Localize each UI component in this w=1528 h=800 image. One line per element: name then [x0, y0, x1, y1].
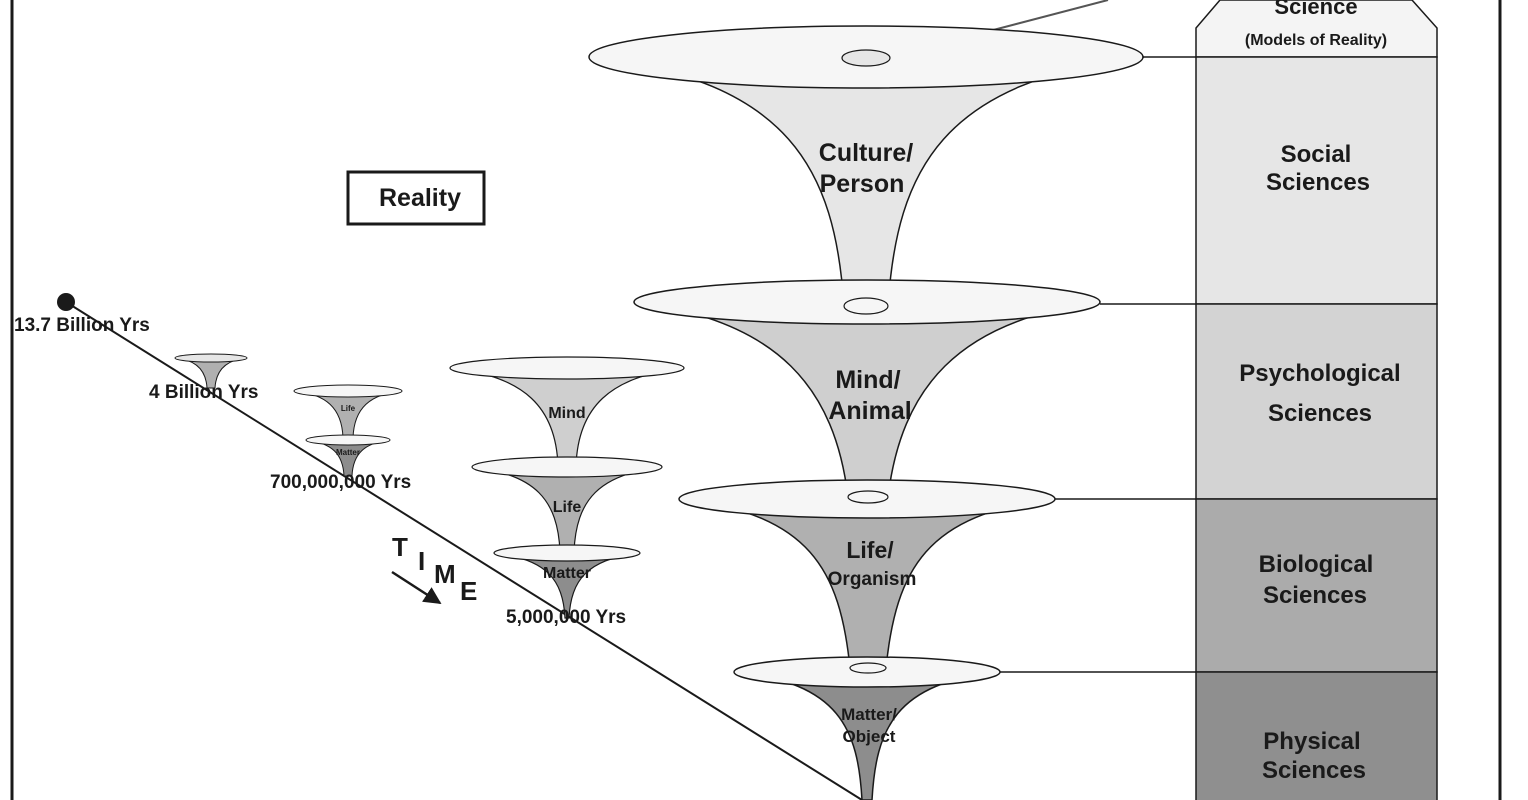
- timeline-label-4-billion: 4 Billion Yrs: [149, 382, 258, 403]
- culture-cone-inner-rim: [841, 49, 891, 67]
- time-letter-i: I: [418, 546, 425, 576]
- timeline-start-label: 13.7 Billion Yrs: [14, 315, 150, 336]
- social-sciences-line1: Social: [1281, 141, 1352, 168]
- biological-sciences-line2: Sciences: [1263, 582, 1367, 609]
- cone-700-million: Life Matter: [293, 384, 403, 477]
- cone-2-life-body: [293, 390, 403, 439]
- cone-4-billion: [174, 353, 248, 389]
- timeline-start-dot: [57, 293, 75, 311]
- biological-sciences-line1: Biological: [1259, 551, 1374, 578]
- cone-1-rim: [174, 353, 248, 363]
- life-cone-label-line1: Life/: [846, 537, 894, 563]
- life-cone-label-line2: Organism: [828, 569, 917, 590]
- science-column: Science (Models of Reality) Social Scien…: [1195, 0, 1438, 800]
- culture-cone-bottom: [843, 297, 889, 315]
- cone-2-life-rim: [293, 384, 403, 398]
- cone-3-matter-label: Matter: [543, 565, 591, 582]
- physical-sciences-line2: Sciences: [1262, 757, 1366, 784]
- cone-2-matter-rim: [305, 434, 391, 446]
- cone-matter-object: Matter/ Object: [733, 671, 1001, 800]
- social-sciences-line2: Sciences: [1266, 169, 1370, 196]
- cone-3-life-label: Life: [553, 499, 582, 516]
- science-roof-subtitle: (Models of Reality): [1245, 32, 1387, 49]
- cone-3-life-rim: [471, 456, 663, 478]
- reality-label: Reality: [379, 184, 461, 212]
- culture-cone-label-line1: Culture/: [819, 139, 914, 167]
- psychological-sciences-line2: Sciences: [1268, 400, 1372, 427]
- matter-cone-label-line2: Object: [843, 727, 896, 746]
- matter-cone-label-line1: Matter/: [841, 705, 897, 724]
- timeline-line: [65, 301, 863, 800]
- physical-sciences-block: [1195, 671, 1438, 800]
- time-letter-m: M: [434, 559, 456, 589]
- time-letter-t: T: [392, 532, 408, 562]
- cone-3-mind-rim: [449, 356, 685, 380]
- cone-culture-person: Culture/ Person: [588, 25, 1145, 325]
- science-roof-title: Science: [1274, 0, 1357, 19]
- cone-mind-animal: Mind/ Animal: [633, 301, 1101, 519]
- cone-2-matter-label: Matter: [336, 448, 360, 457]
- timeline-label-5-million: 5,000,000 Yrs: [506, 607, 626, 628]
- timeline-label-700-million: 700,000,000 Yrs: [270, 472, 411, 493]
- cone-3-mind-label: Mind: [548, 405, 585, 422]
- cone-life-organism: Life/ Organism: [678, 498, 1056, 688]
- cone-3-matter-rim: [493, 544, 641, 562]
- mind-cone-bottom: [847, 490, 889, 504]
- reality-box: [346, 170, 486, 226]
- mind-cone-label-line1: Mind/: [835, 366, 900, 394]
- life-cone-bottom: [849, 662, 887, 674]
- cone-5-million: Mind Life Matter: [449, 356, 685, 619]
- psychological-sciences-block: [1195, 303, 1438, 500]
- cone-2-life-label: Life: [341, 404, 356, 413]
- culture-cone-label-line2: Person: [820, 170, 905, 198]
- time-arrow: [391, 570, 442, 605]
- physical-sciences-line1: Physical: [1263, 728, 1360, 755]
- time-letter-e: E: [460, 576, 477, 606]
- mind-cone-label-line2: Animal: [828, 397, 911, 425]
- matter-cone-body: [733, 671, 1001, 800]
- psychological-sciences-line1: Psychological: [1239, 360, 1400, 387]
- time-label: T I M E: [392, 532, 477, 606]
- biological-sciences-block: [1195, 498, 1438, 673]
